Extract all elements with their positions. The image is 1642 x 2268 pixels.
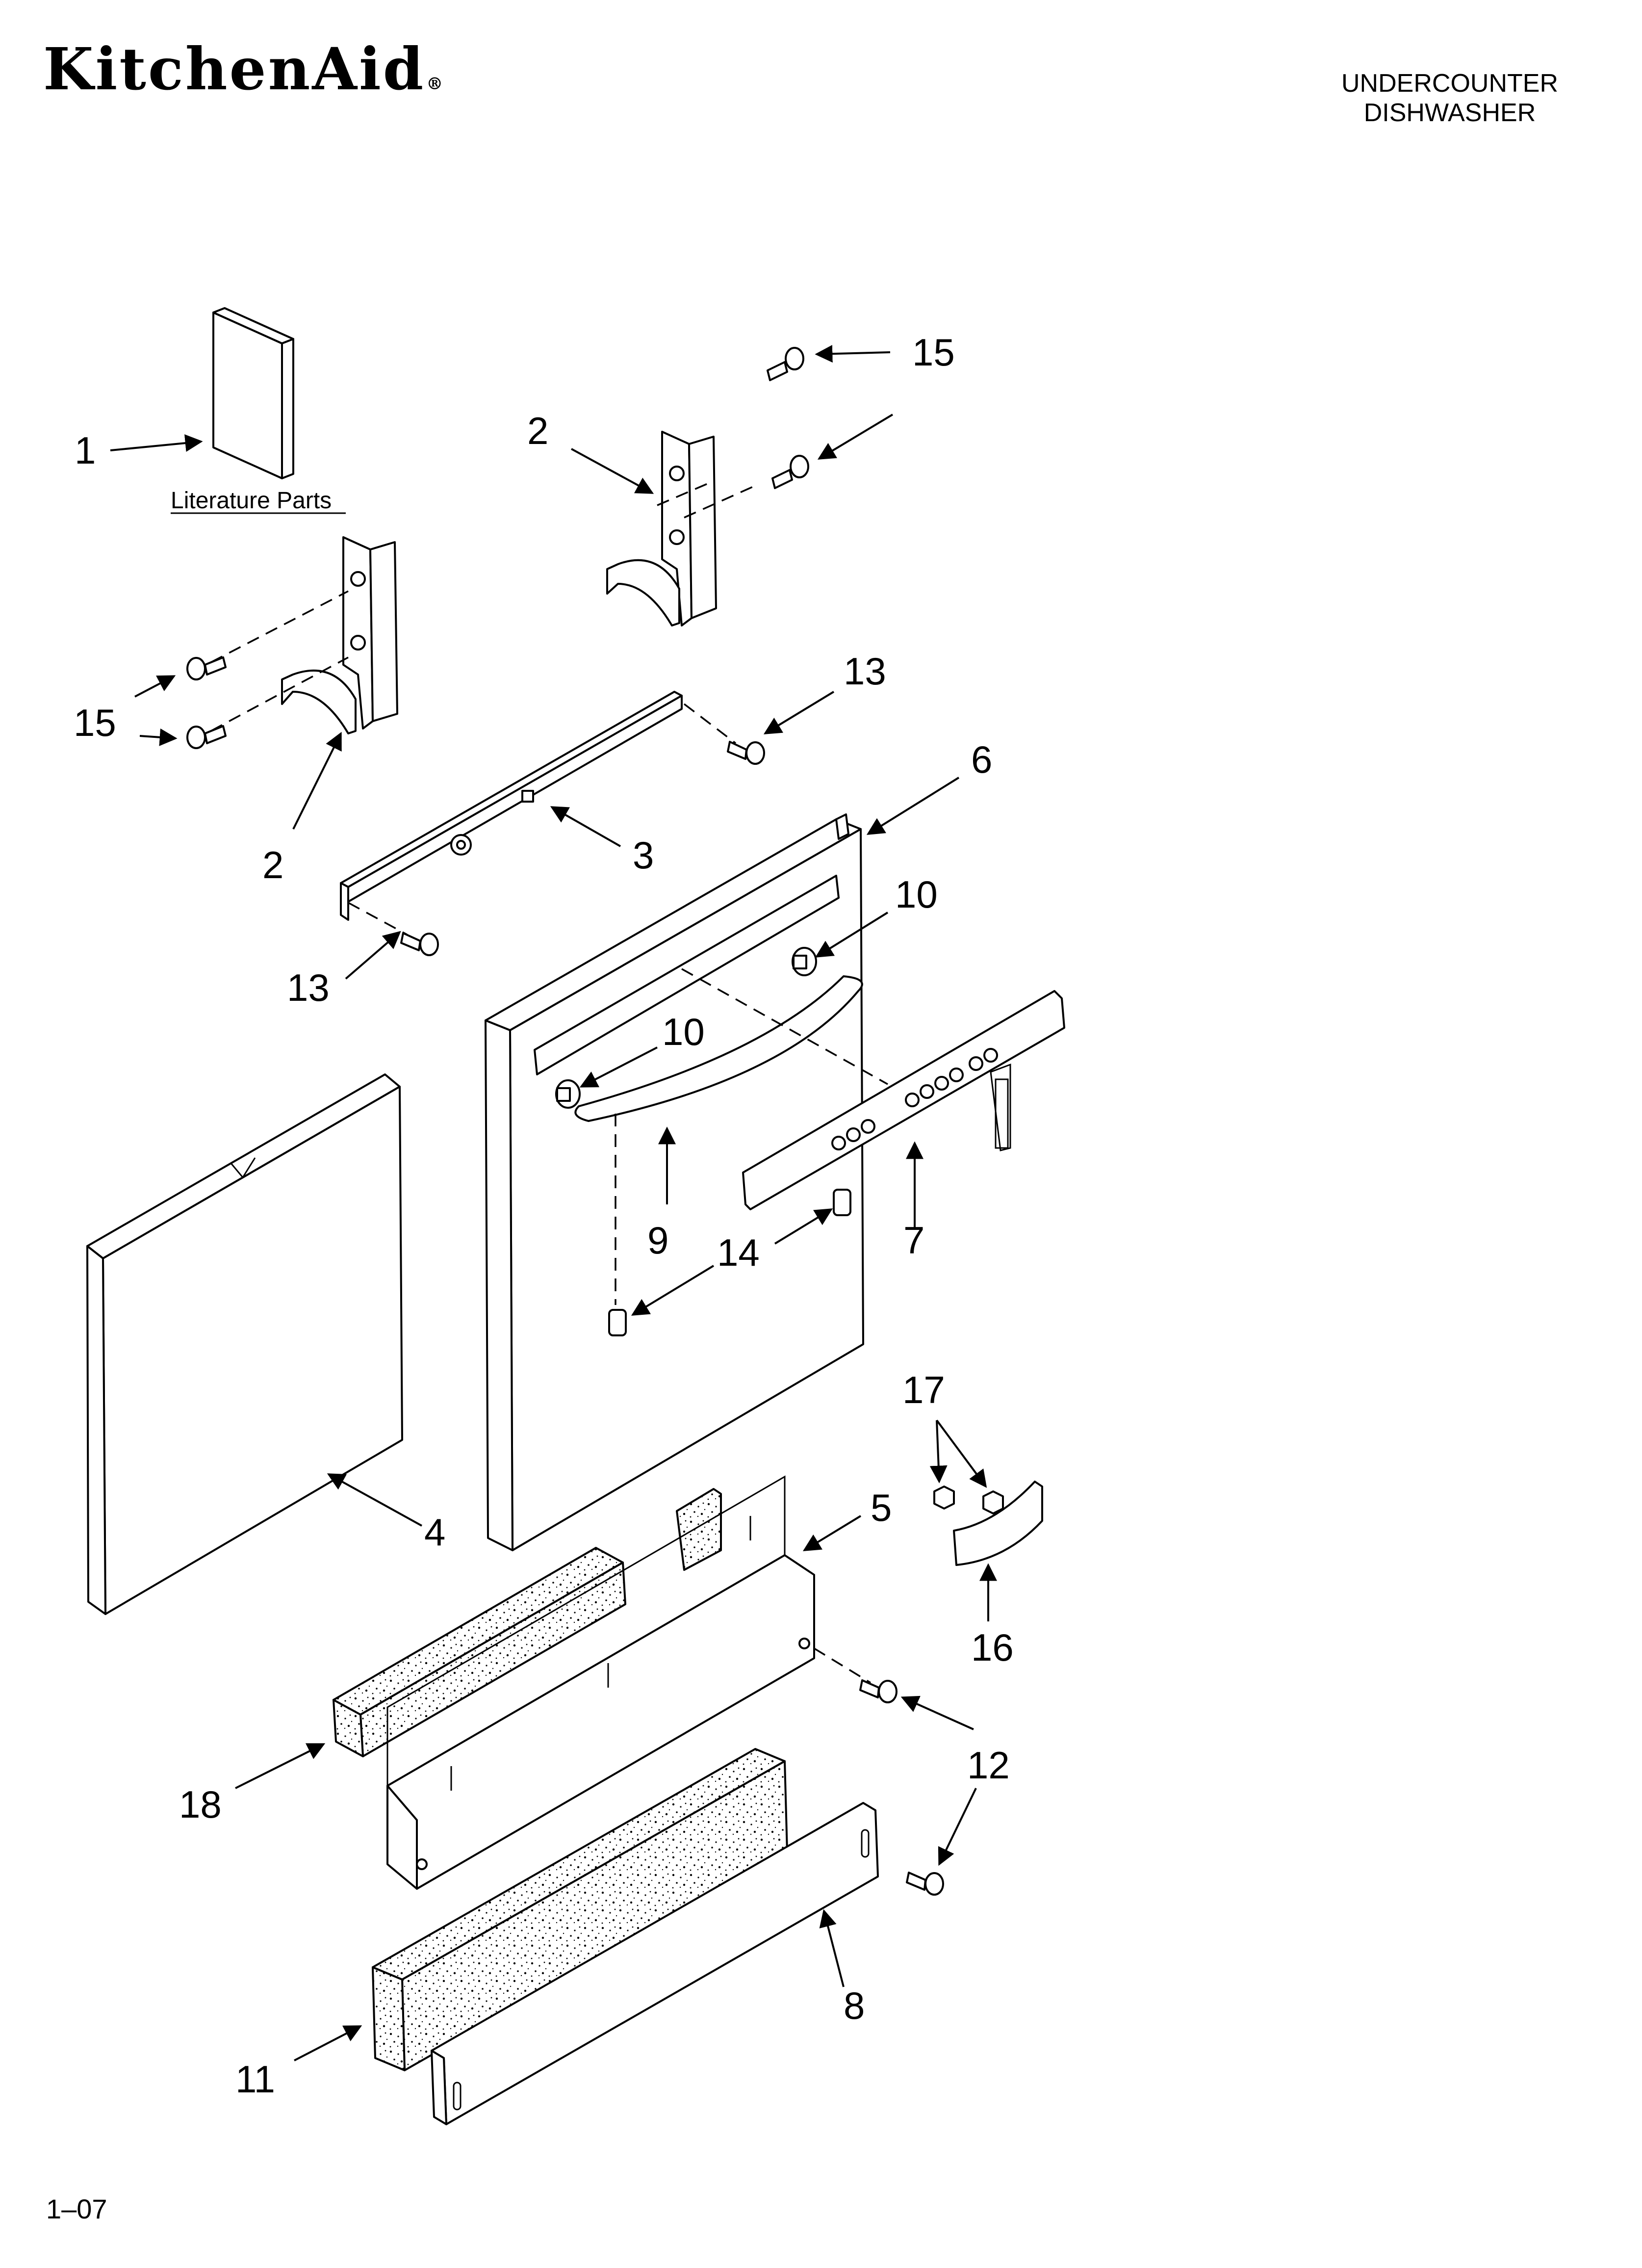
revision-code: 1–07 bbox=[46, 2193, 107, 2224]
door-hinge-bracket-right bbox=[606, 431, 717, 626]
callout-5: 5 bbox=[871, 1486, 892, 1529]
leader-12-upper bbox=[900, 1695, 974, 1730]
callout-6: 6 bbox=[971, 738, 992, 781]
leader-15-upper-b bbox=[817, 414, 894, 460]
callout-7: 7 bbox=[903, 1219, 924, 1262]
screw-15-upper-b bbox=[771, 455, 809, 489]
assembly-line-12 bbox=[814, 1647, 871, 1684]
screw-15-upper-a bbox=[767, 347, 804, 381]
screw-15-left-a bbox=[186, 656, 227, 680]
screw-13-upper bbox=[727, 741, 765, 765]
brand-logo: KitchenAid® bbox=[43, 40, 445, 98]
kick-plate bbox=[431, 1802, 879, 2125]
product-line-2: DISHWASHER bbox=[1363, 99, 1536, 127]
callout-17: 17 bbox=[902, 1368, 945, 1411]
screw-13-lower bbox=[400, 932, 439, 956]
door-handle bbox=[574, 975, 863, 1122]
callout-12: 12 bbox=[967, 1744, 1010, 1787]
brand-registered-mark: ® bbox=[426, 74, 445, 94]
screw-12-lower bbox=[906, 1872, 944, 1896]
inner-door-panel bbox=[86, 1073, 403, 1615]
nut-17-b bbox=[933, 1486, 955, 1510]
handle-spacer-right bbox=[833, 1189, 851, 1216]
product-title: UNDERCOUNTER DISHWASHER bbox=[1312, 69, 1587, 128]
toe-panel-bracket bbox=[386, 1475, 815, 1890]
callout-2-upper: 2 bbox=[527, 409, 548, 452]
handle-end-cap-upper bbox=[792, 947, 817, 976]
hinge-support-channel bbox=[340, 691, 683, 921]
toe-panel-insulation-lower bbox=[372, 1748, 788, 2071]
callout-11: 11 bbox=[235, 2058, 275, 2101]
callout-16: 16 bbox=[971, 1626, 1014, 1669]
leader-10-lower bbox=[579, 1046, 658, 1088]
leader-15-left-a bbox=[134, 675, 176, 698]
callout-13-upper: 13 bbox=[844, 650, 886, 693]
leader-12-lower bbox=[938, 1788, 977, 1866]
handle-spacer-left bbox=[608, 1309, 627, 1336]
callout-4: 4 bbox=[424, 1511, 445, 1554]
leader-15-upper-a bbox=[815, 345, 891, 363]
door-hinge-bracket-left bbox=[281, 536, 398, 734]
toe-panel-insulation-upper bbox=[333, 1488, 722, 1757]
callout-15-left: 15 bbox=[74, 701, 116, 744]
literature-parts-label: Literature Parts bbox=[171, 488, 332, 514]
leader-2-lower bbox=[292, 731, 342, 830]
callout-18: 18 bbox=[179, 1783, 222, 1826]
assembly-line-15d bbox=[210, 656, 349, 732]
leader-15-left-b bbox=[139, 728, 178, 746]
assembly-line-13b bbox=[348, 902, 408, 936]
callout-15-upper: 15 bbox=[912, 331, 955, 374]
leader-14-right bbox=[774, 1208, 833, 1245]
handle-end-cap-lower bbox=[555, 1079, 581, 1109]
callout-2-lower: 2 bbox=[262, 843, 283, 886]
literature-book bbox=[212, 307, 294, 479]
callout-9: 9 bbox=[647, 1219, 668, 1262]
screw-15-left-b bbox=[186, 725, 227, 749]
brand-name: KitchenAid bbox=[43, 35, 426, 103]
callout-10-lower: 10 bbox=[662, 1010, 705, 1053]
leader-10-upper bbox=[815, 912, 889, 958]
assembly-line-13a bbox=[683, 703, 737, 744]
leader-17-a bbox=[929, 1420, 948, 1484]
leader-6 bbox=[866, 777, 960, 835]
callout-10-upper: 10 bbox=[895, 873, 938, 916]
control-panel-overlay bbox=[742, 990, 1065, 1210]
leader-18 bbox=[235, 1743, 326, 1789]
leader-11 bbox=[294, 2025, 362, 2061]
callout-13-lower: 13 bbox=[287, 966, 330, 1009]
callout-3: 3 bbox=[633, 834, 654, 877]
leader-17-b bbox=[936, 1419, 987, 1488]
leader-3 bbox=[550, 806, 621, 847]
assembly-line-15c bbox=[210, 590, 349, 663]
leader-13-lower bbox=[345, 931, 401, 980]
nut-17-a bbox=[982, 1490, 1004, 1514]
leader-4 bbox=[327, 1473, 422, 1527]
leader-5 bbox=[802, 1515, 862, 1551]
leader-13-upper bbox=[763, 691, 835, 734]
product-line-1: UNDERCOUNTER bbox=[1341, 69, 1558, 98]
callout-1: 1 bbox=[75, 429, 96, 472]
assembly-line-15b bbox=[684, 485, 756, 519]
outer-door-panel bbox=[485, 813, 864, 1551]
leader-2-upper bbox=[571, 448, 654, 494]
callout-8: 8 bbox=[844, 1984, 865, 2027]
nameplate-badge bbox=[953, 1481, 1043, 1566]
leader-14-left bbox=[631, 1265, 715, 1316]
assembly-line-15a bbox=[657, 482, 709, 506]
screw-12-upper bbox=[859, 1679, 898, 1703]
callout-14: 14 bbox=[717, 1231, 760, 1274]
assembly-line-handle bbox=[681, 968, 888, 1085]
leader-1 bbox=[110, 434, 203, 452]
leader-8 bbox=[819, 1909, 845, 1987]
